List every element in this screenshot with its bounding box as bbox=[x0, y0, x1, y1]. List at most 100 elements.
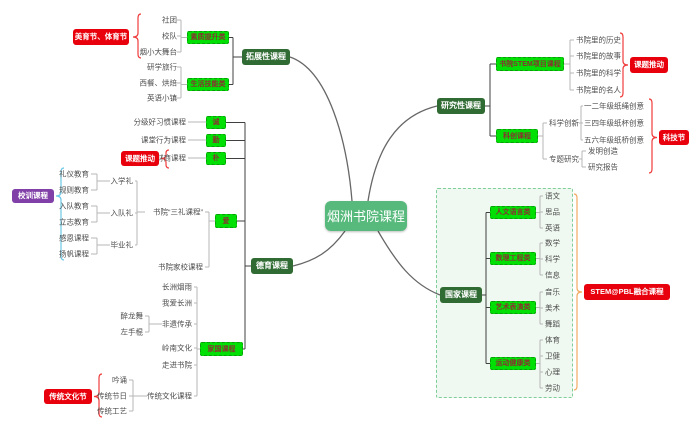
curve-to-national bbox=[377, 230, 441, 296]
brace-keji bbox=[648, 98, 658, 174]
subtopic[interactable]: 扬帆课程 bbox=[59, 249, 89, 259]
subtopic[interactable]: 规则教育 bbox=[59, 185, 89, 195]
wire-kechuang-children bbox=[538, 122, 547, 160]
topic-life-skill-class[interactable]: 生活技能类 bbox=[187, 78, 229, 91]
subtopic[interactable]: 感恩课程 bbox=[59, 233, 89, 243]
wire-arts bbox=[536, 291, 543, 325]
subtopic[interactable]: 书院里的历史 bbox=[576, 35, 621, 45]
topic-innovation-course[interactable]: 科创课程 bbox=[496, 129, 538, 143]
subtopic[interactable]: 走进书院 bbox=[162, 360, 192, 370]
subtopic[interactable]: 发明创造 bbox=[588, 146, 618, 156]
wire-jiaguo-children bbox=[194, 286, 200, 397]
subtopic[interactable]: 数学 bbox=[545, 238, 560, 248]
central-topic[interactable]: 烟洲书院课程 bbox=[325, 201, 407, 231]
subtopic[interactable]: 分级好习惯课程 bbox=[133, 117, 187, 127]
subtopic[interactable]: 卫健 bbox=[545, 351, 560, 361]
subtopic[interactable]: 三四年级纸杯创意 bbox=[584, 118, 644, 128]
callout-stem-pbl[interactable]: STEM@PBL融合课程 bbox=[584, 284, 670, 300]
subtopic[interactable]: 信息 bbox=[545, 270, 560, 280]
subtopic[interactable]: 烟小大舞台 bbox=[139, 47, 178, 57]
subtopic[interactable]: 研学旅行 bbox=[147, 62, 177, 72]
subtopic[interactable]: 心理 bbox=[545, 367, 560, 377]
subtopic[interactable]: 美术 bbox=[545, 303, 560, 313]
branch-moral[interactable]: 德育课程 bbox=[251, 258, 293, 274]
subtopic[interactable]: 一二年级纸绳创意 bbox=[584, 101, 644, 111]
topic-humanities-class[interactable]: 人文语言类 bbox=[490, 206, 536, 219]
subtopic[interactable]: 我爱长洲 bbox=[162, 298, 192, 308]
callout-science-festival[interactable]: 科技节 bbox=[659, 130, 689, 145]
subtopic[interactable]: 英语 bbox=[545, 223, 560, 233]
brace-meiyu bbox=[132, 13, 142, 59]
subtopic[interactable]: 五六年级纸桥创意 bbox=[584, 135, 644, 145]
subtopic[interactable]: 书院里的科学 bbox=[576, 68, 621, 78]
subtopic[interactable]: 书院“三礼课程” bbox=[153, 207, 203, 217]
topic-arts-class[interactable]: 艺术表演类 bbox=[490, 301, 536, 314]
subtopic[interactable]: 书院家校课程 bbox=[158, 262, 203, 272]
callout-topic-drive-left[interactable]: 课题推动 bbox=[121, 151, 159, 166]
subtopic[interactable]: 财商课程 bbox=[156, 153, 186, 163]
curve-to-expand bbox=[289, 56, 353, 202]
callout-festival-art-sport[interactable]: 美育节、体育节 bbox=[73, 29, 129, 45]
topic-cheng[interactable]: 诚 bbox=[206, 116, 226, 129]
callout-school-motto[interactable]: 校训课程 bbox=[12, 189, 54, 203]
brace-ketui-left bbox=[160, 149, 170, 169]
subtopic[interactable]: 吟诵 bbox=[112, 375, 127, 385]
wire-special-children bbox=[579, 150, 586, 168]
topic-qin[interactable]: 勤 bbox=[206, 134, 226, 147]
subtopic[interactable]: 书院里的故事 bbox=[576, 51, 621, 61]
topic-stem-class[interactable]: 数理工程类 bbox=[490, 252, 536, 265]
subtopic[interactable]: 岭南文化 bbox=[162, 343, 192, 353]
wire-humanities bbox=[536, 195, 543, 229]
trunk-research bbox=[485, 63, 496, 137]
subtopic[interactable]: 体育 bbox=[545, 335, 560, 345]
subtopic[interactable]: 礼仪教育 bbox=[59, 169, 89, 179]
subtopic[interactable]: 劳动 bbox=[545, 383, 560, 393]
branch-research[interactable]: 研究性课程 bbox=[437, 98, 485, 114]
subtopic[interactable]: 科学创新 bbox=[549, 118, 579, 128]
subtopic[interactable]: 传统节日 bbox=[97, 391, 127, 401]
topic-pu[interactable]: 朴 bbox=[206, 152, 226, 165]
wire-health bbox=[536, 339, 543, 389]
wire-life bbox=[177, 66, 187, 99]
subtopic[interactable]: 语文 bbox=[545, 191, 560, 201]
branch-national[interactable]: 国家课程 bbox=[440, 287, 482, 303]
callout-topic-drive-right[interactable]: 课题推动 bbox=[630, 57, 668, 73]
subtopic[interactable]: 毕业礼 bbox=[110, 240, 134, 250]
subtopic[interactable]: 课堂行为课程 bbox=[141, 135, 186, 145]
subtopic[interactable]: 醉龙舞 bbox=[120, 311, 144, 321]
subtopic[interactable]: 西餐、烘焙 bbox=[139, 78, 178, 88]
topic-quality-class[interactable]: 素质提升类 bbox=[187, 31, 229, 44]
topic-jiaguo-course[interactable]: 家国课程 bbox=[200, 342, 243, 356]
topic-ai[interactable]: 爱 bbox=[215, 214, 237, 228]
subtopic[interactable]: 非遗传承 bbox=[162, 319, 192, 329]
subtopic[interactable]: 传统工艺 bbox=[97, 406, 127, 416]
subtopic[interactable]: 校队 bbox=[162, 31, 177, 41]
subtopic[interactable]: 立志教育 bbox=[59, 217, 89, 227]
wire-science-children bbox=[579, 105, 583, 141]
subtopic[interactable]: 入学礼 bbox=[110, 176, 134, 186]
callout-tradition-festival[interactable]: 传统文化节 bbox=[44, 389, 92, 404]
subtopic[interactable]: 入队教育 bbox=[59, 201, 89, 211]
branch-expand[interactable]: 拓展性课程 bbox=[242, 49, 290, 65]
subtopic[interactable]: 左手棍 bbox=[120, 327, 144, 337]
subtopic[interactable]: 科学 bbox=[545, 254, 560, 264]
subtopic[interactable]: 研究报告 bbox=[588, 162, 618, 172]
brace-chuantong bbox=[93, 373, 103, 418]
subtopic[interactable]: 社团 bbox=[162, 15, 177, 25]
topic-stem-project[interactable]: 书院STEM项目课程 bbox=[496, 57, 564, 71]
subtopic[interactable]: 英语小镇 bbox=[147, 93, 177, 103]
topic-health-class[interactable]: 运动健康类 bbox=[490, 357, 536, 370]
subtopic[interactable]: 入队礼 bbox=[110, 208, 134, 218]
subtopic[interactable]: 专题研究 bbox=[549, 154, 579, 164]
wire-cheng-qin-pu bbox=[188, 121, 206, 159]
trunk-national bbox=[482, 212, 490, 364]
subtopic[interactable]: 音乐 bbox=[545, 287, 560, 297]
subtopic[interactable]: 书院里的名人 bbox=[576, 85, 621, 95]
subtopic[interactable]: 长洲烟雨 bbox=[162, 282, 192, 292]
subtopic[interactable]: 舞蹈 bbox=[545, 319, 560, 329]
subtopic[interactable]: 思品 bbox=[545, 207, 560, 217]
curve-to-research bbox=[367, 105, 438, 202]
subtopic[interactable]: 传统文化课程 bbox=[147, 391, 192, 401]
